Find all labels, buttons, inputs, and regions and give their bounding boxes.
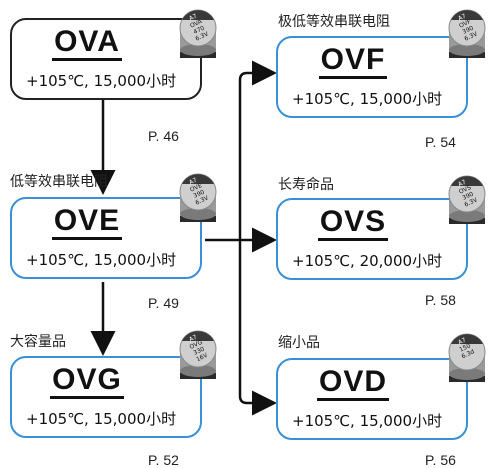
capacitor-marking: A7: [188, 177, 198, 187]
product-box-ovd: OVD +105℃, 15,000小时: [276, 358, 468, 440]
page-ref-ovs: P. 58: [425, 292, 456, 308]
page-ref-ovd: P. 56: [425, 452, 456, 468]
capacitor-marking: OVA: [189, 18, 204, 30]
note-ovs: 长寿命品: [278, 177, 334, 193]
note-ove: 低等效串联电阻: [10, 174, 108, 190]
series-name: OVS: [278, 204, 428, 241]
capacitor-marking: 330: [192, 346, 206, 357]
spec-text: +105℃, 15,000小时: [292, 90, 443, 108]
series-name: OVD: [278, 364, 428, 401]
capacitor-marking: A7: [457, 337, 467, 347]
series-name: OVF: [278, 42, 428, 79]
series-name: OVE: [12, 203, 162, 240]
arrow-ove-to-ovf: [238, 60, 277, 240]
capacitor-marking: 16V: [195, 352, 209, 364]
capacitor-marking: 390: [461, 25, 475, 36]
series-name: OVG: [12, 362, 162, 399]
capacitor-marking: 390: [192, 189, 206, 200]
capacitor-marking: OVS: [458, 184, 472, 196]
capacitor-marking: A7: [457, 179, 467, 189]
note-ovg: 大容量品: [10, 334, 66, 350]
arrow-ove-to-ovd: [238, 240, 277, 416]
note-ovf: 极低等效串联电阻: [278, 14, 390, 30]
product-box-ovf: OVF +105℃, 15,000小时: [276, 36, 468, 118]
spec-text: +105℃, 15,000小时: [26, 410, 177, 428]
note-ovd: 缩小品: [278, 335, 320, 351]
capacitor-marking: OVE: [189, 182, 203, 194]
capacitor-marking: 390: [461, 191, 475, 202]
spec-text: +105℃, 15,000小时: [26, 72, 177, 90]
capacitor-marking: 470: [192, 25, 206, 36]
page-ref-ova: P. 46: [148, 128, 179, 144]
page-ref-ovg: P. 52: [148, 452, 179, 468]
spec-text: +105℃, 15,000小时: [26, 251, 177, 269]
spec-text: +105℃, 15,000小时: [292, 412, 443, 430]
spec-text: +105℃, 20,000小时: [292, 252, 443, 270]
product-box-ove: OVE +105℃, 15,000小时: [10, 197, 202, 279]
capacitor-marking: A7: [188, 13, 198, 23]
page-ref-ovf: P. 54: [425, 134, 456, 150]
product-box-ovg: OVG +105℃, 15,000小时: [10, 356, 202, 438]
capacitor-marking: OVF: [458, 18, 472, 30]
page-ref-ove: P. 49: [148, 295, 179, 311]
product-box-ova: OVA +105℃, 15,000小时: [10, 18, 202, 100]
product-box-ovs: OVS +105℃, 20,000小时: [276, 198, 468, 280]
capacitor-marking: 150: [458, 342, 472, 353]
series-name: OVA: [12, 24, 162, 61]
capacitor-marking: A7: [457, 13, 467, 23]
capacitor-marking: A7: [188, 334, 198, 344]
